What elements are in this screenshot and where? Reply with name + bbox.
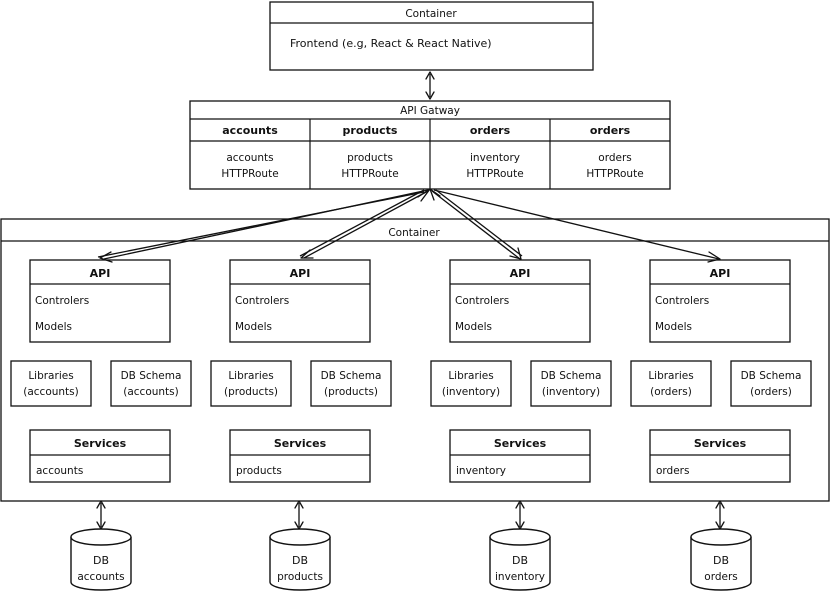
gateway-route-name: orders	[598, 152, 631, 164]
services-item: products	[236, 465, 282, 477]
libraries-scope: (inventory)	[442, 386, 500, 398]
services-title: Services	[274, 437, 327, 450]
gateway-route-type: HTTPRoute	[221, 168, 278, 180]
api-controllers: Controlers	[455, 295, 509, 307]
frontend-label: Frontend (e.g, React & React Native)	[290, 37, 492, 50]
database-products: DB products	[269, 528, 331, 591]
backend-container-header: Container	[388, 227, 440, 239]
libraries-box	[630, 360, 712, 407]
db-schema-label: DB Schema	[121, 370, 182, 382]
database-accounts: DB accounts	[70, 528, 132, 591]
database-title: DB	[713, 554, 729, 567]
database-title: DB	[292, 554, 308, 567]
api-title: API	[510, 267, 531, 280]
libraries-box	[210, 360, 292, 407]
database-name: products	[277, 571, 323, 583]
db-arrow-accounts	[96, 500, 106, 530]
api-box	[29, 259, 171, 343]
libraries-box	[10, 360, 92, 407]
db-schema-label: DB Schema	[321, 370, 382, 382]
database-inventory: DB inventory	[489, 528, 551, 591]
libraries-scope: (accounts)	[23, 386, 79, 398]
gateway-route-name: products	[347, 152, 393, 164]
db-schema-box	[310, 360, 392, 407]
gateway-column-header: orders	[470, 124, 511, 137]
gateway-route-type: HTTPRoute	[586, 168, 643, 180]
api-box	[229, 259, 371, 343]
api-title: API	[290, 267, 311, 280]
api-controllers: Controlers	[35, 295, 89, 307]
api-models: Models	[235, 321, 272, 333]
services-item: accounts	[36, 465, 83, 477]
database-name: accounts	[77, 571, 124, 583]
database-name: orders	[704, 571, 737, 583]
libraries-label: Libraries	[28, 370, 73, 382]
gateway-route-name: accounts	[226, 152, 273, 164]
libraries-scope: (products)	[224, 386, 278, 398]
database-cylinder-icon	[489, 537, 551, 591]
database-cylinder-icon	[269, 537, 331, 591]
database-orders: DB orders	[690, 528, 752, 591]
db-schema-scope: (accounts)	[123, 386, 179, 398]
db-arrow-products	[294, 500, 304, 530]
db-schema-box	[530, 360, 612, 407]
database-title: DB	[512, 554, 528, 567]
database-title: DB	[93, 554, 109, 567]
gateway-column-header: accounts	[222, 124, 278, 137]
frontend-container: Container Frontend (e.g, React & React N…	[269, 1, 594, 71]
gateway-route-type: HTTPRoute	[466, 168, 523, 180]
db-arrow-orders	[715, 500, 725, 530]
api-title: API	[710, 267, 731, 280]
services-box	[29, 429, 171, 483]
db-schema-scope: (inventory)	[542, 386, 600, 398]
api-title: API	[90, 267, 111, 280]
database-cylinder-icon	[690, 537, 752, 591]
api-box	[649, 259, 791, 343]
services-title: Services	[694, 437, 747, 450]
db-schema-label: DB Schema	[741, 370, 802, 382]
api-box	[449, 259, 591, 343]
api-controllers: Controlers	[235, 295, 289, 307]
libraries-box	[430, 360, 512, 407]
db-schema-label: DB Schema	[541, 370, 602, 382]
services-title: Services	[74, 437, 127, 450]
service-column-inventory: API Controlers Models Libraries (invento…	[430, 259, 612, 483]
libraries-label: Libraries	[228, 370, 273, 382]
db-schema-scope: (products)	[324, 386, 378, 398]
frontend-gateway-arrow	[425, 71, 435, 100]
db-schema-box	[730, 360, 812, 407]
services-box	[449, 429, 591, 483]
api-models: Models	[655, 321, 692, 333]
gateway-column-header: products	[343, 124, 398, 137]
service-column-accounts: API Controlers Models Libraries (account…	[10, 259, 192, 483]
api-gateway: API Gatway accounts accounts HTTPRoute p…	[189, 100, 671, 190]
service-column-products: API Controlers Models Libraries (product…	[210, 259, 392, 483]
service-column-orders: API Controlers Models Libraries (orders)…	[630, 259, 812, 483]
gateway-route-type: HTTPRoute	[341, 168, 398, 180]
db-schema-scope: (orders)	[750, 386, 792, 398]
api-controllers: Controlers	[655, 295, 709, 307]
services-item: inventory	[456, 465, 506, 477]
services-title: Services	[494, 437, 547, 450]
api-models: Models	[455, 321, 492, 333]
frontend-container-header: Container	[405, 8, 457, 20]
database-cylinder-icon	[70, 537, 132, 591]
services-item: orders	[656, 465, 689, 477]
libraries-scope: (orders)	[650, 386, 692, 398]
api-models: Models	[35, 321, 72, 333]
database-name: inventory	[495, 571, 545, 583]
db-arrow-inventory	[515, 500, 525, 530]
gateway-column-header: orders	[590, 124, 631, 137]
services-box	[229, 429, 371, 483]
libraries-label: Libraries	[648, 370, 693, 382]
db-schema-box	[110, 360, 192, 407]
gateway-title: API Gatway	[400, 105, 460, 117]
gateway-api-arrows	[97, 188, 721, 263]
libraries-label: Libraries	[448, 370, 493, 382]
gateway-route-name: inventory	[470, 152, 520, 164]
services-box	[649, 429, 791, 483]
